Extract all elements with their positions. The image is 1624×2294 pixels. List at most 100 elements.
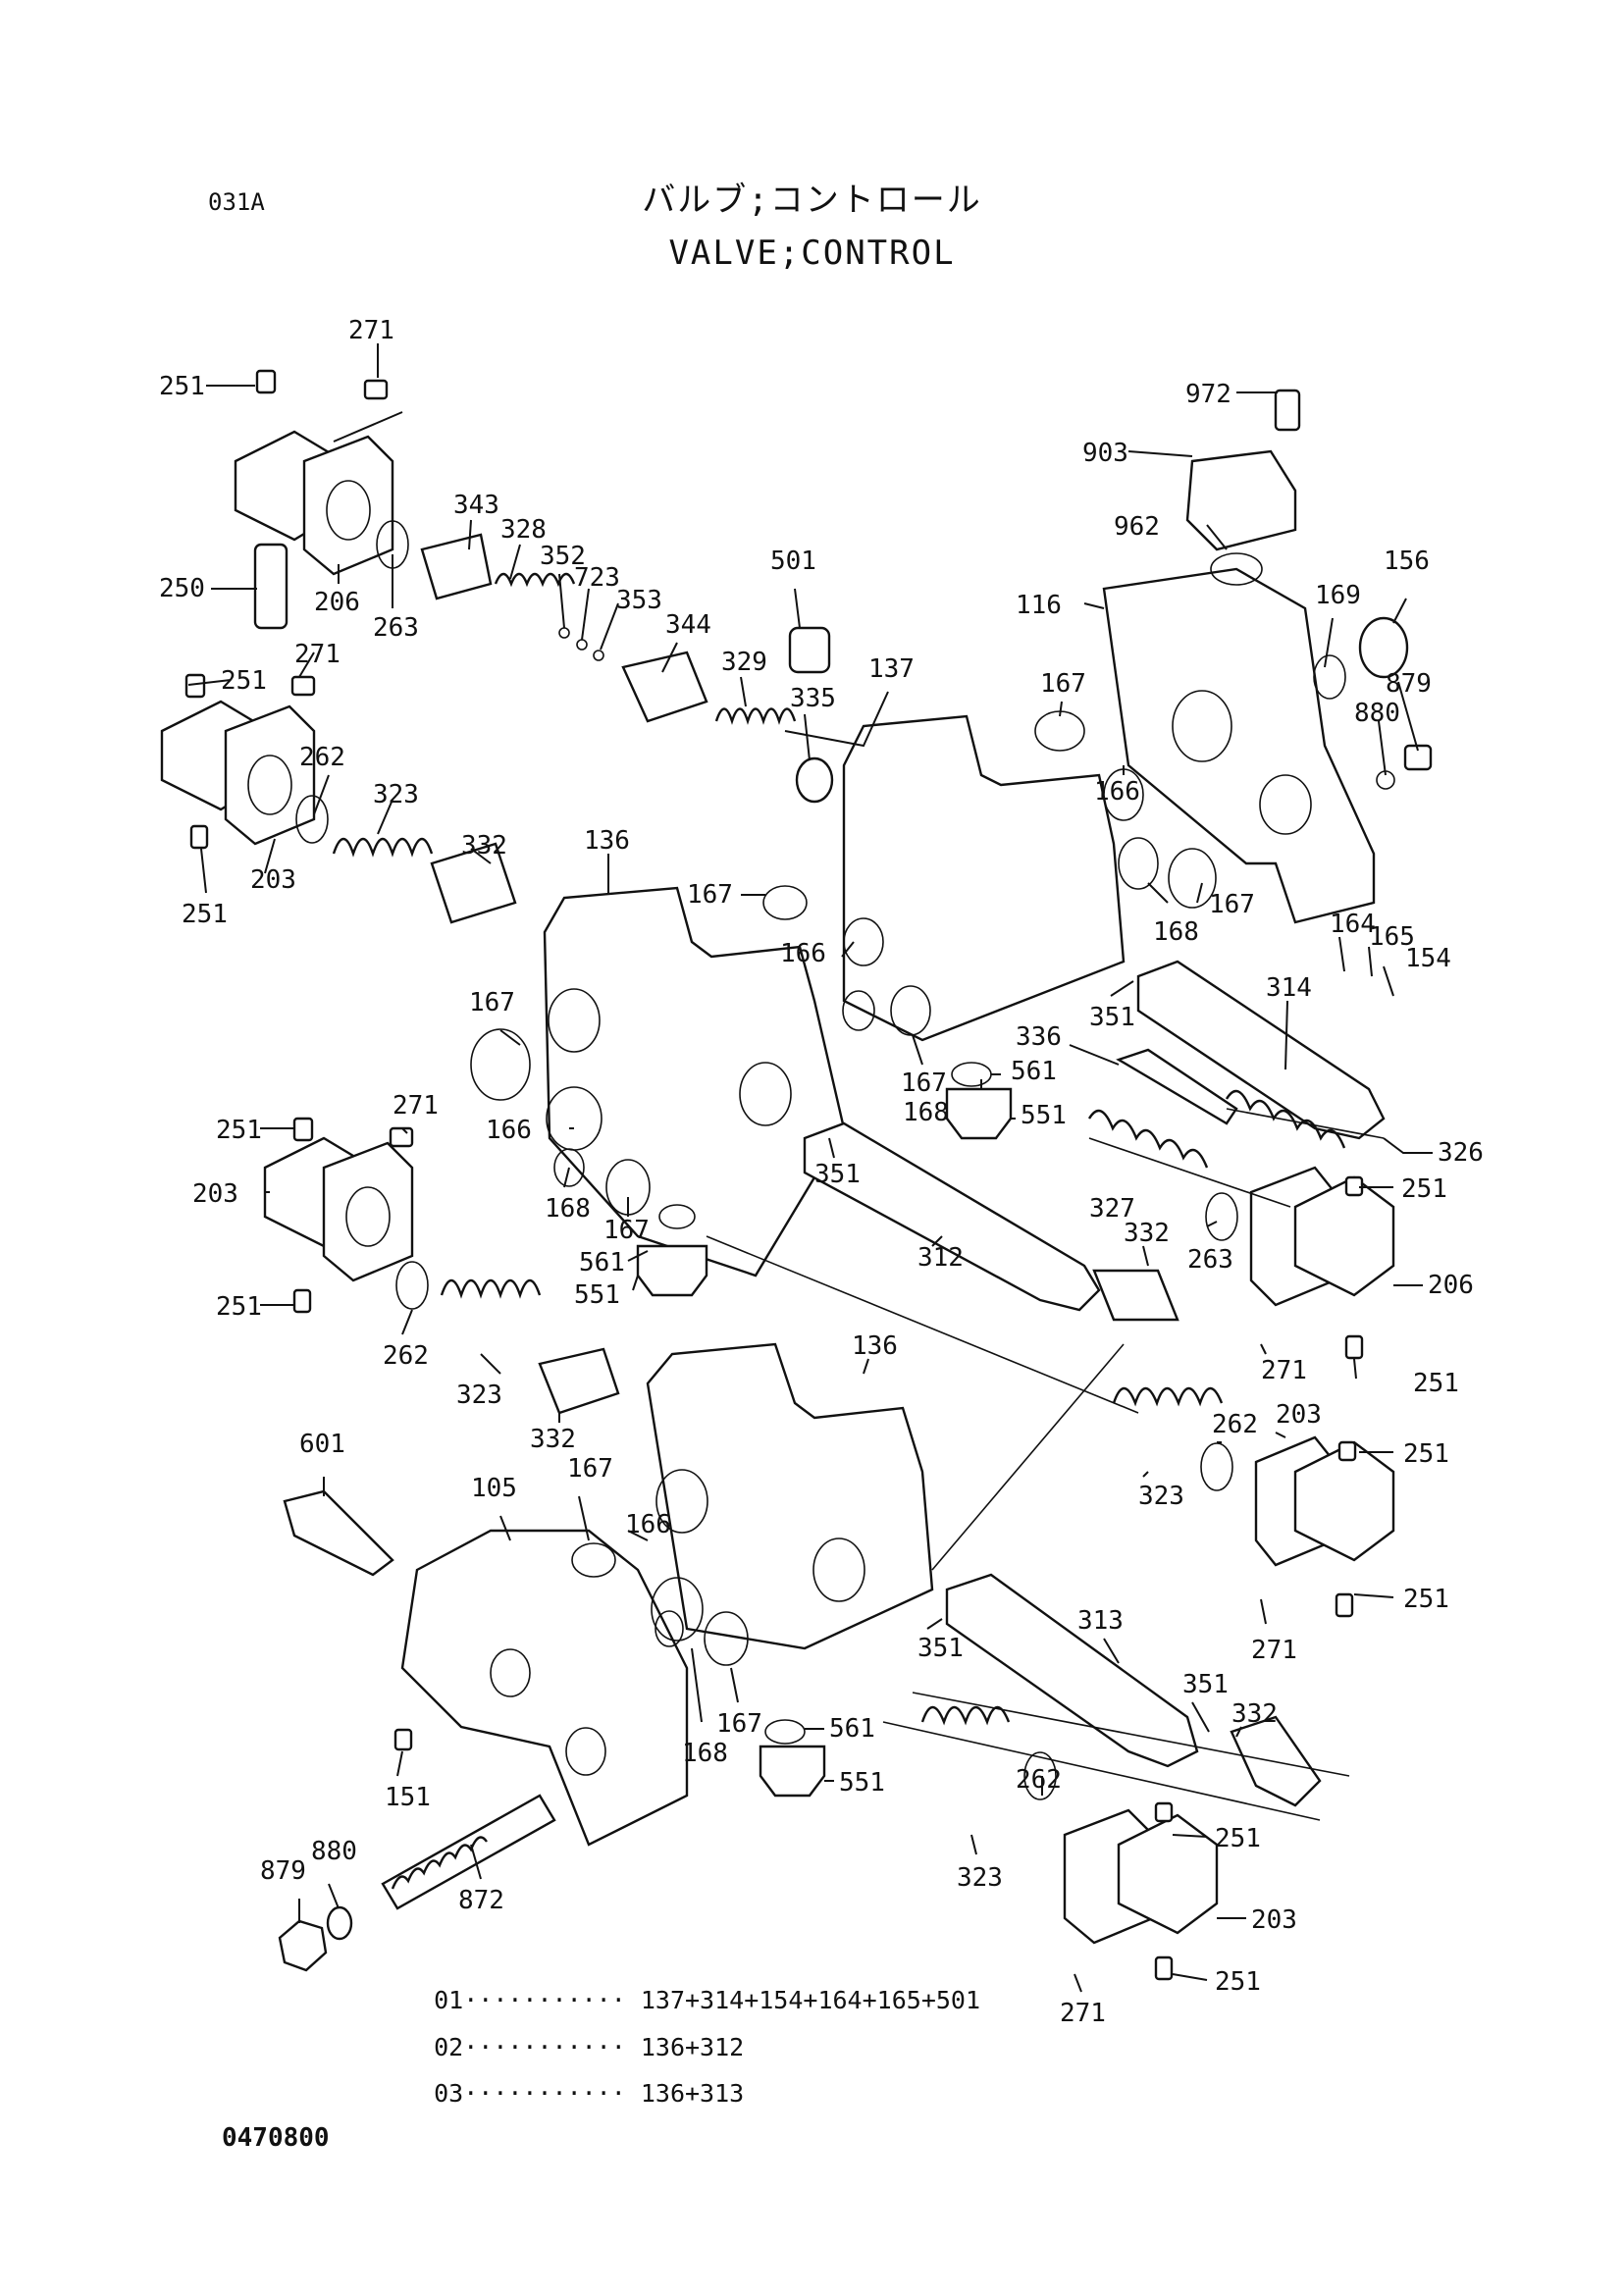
legend-parts: 136+312 xyxy=(640,2033,745,2061)
part-label: 165 xyxy=(1369,922,1415,952)
part-label: 972 xyxy=(1185,380,1231,409)
part-label: 352 xyxy=(540,542,586,571)
part-label: 168 xyxy=(545,1194,591,1224)
part-label: 156 xyxy=(1384,547,1430,576)
part-label: 344 xyxy=(665,610,711,640)
leader-lines xyxy=(187,343,1433,1993)
legend-parts: 136+313 xyxy=(640,2079,745,2108)
part-label: 167 xyxy=(567,1454,613,1484)
part-label: 328 xyxy=(500,515,547,545)
part-label: 551 xyxy=(574,1280,620,1310)
part-label: 351 xyxy=(917,1634,964,1663)
part-label: 335 xyxy=(790,684,836,713)
part-label: 251 xyxy=(1215,1967,1261,1997)
part-label: 167 xyxy=(603,1216,650,1245)
part-label: 872 xyxy=(458,1886,504,1915)
page-code: 031A xyxy=(208,188,265,216)
part-label: 166 xyxy=(486,1116,532,1145)
part-label: 332 xyxy=(1231,1699,1278,1729)
part-label: 167 xyxy=(716,1709,762,1739)
part-label: 167 xyxy=(687,880,733,910)
legend-code: 01 xyxy=(434,1986,464,2014)
part-label: 262 xyxy=(299,743,345,772)
part-label: 561 xyxy=(579,1248,625,1277)
part-label: 332 xyxy=(1124,1219,1170,1248)
part-label: 251 xyxy=(221,666,267,696)
part-label: 332 xyxy=(461,831,507,860)
title-english: VALVE;CONTROL xyxy=(668,234,956,273)
part-label: 164 xyxy=(1330,910,1376,939)
part-label: 169 xyxy=(1315,581,1361,610)
part-label: 262 xyxy=(383,1341,429,1371)
part-label: 879 xyxy=(260,1856,306,1886)
part-label: 880 xyxy=(1354,699,1400,728)
part-label: 551 xyxy=(839,1768,885,1798)
part-label: 262 xyxy=(1016,1765,1062,1795)
part-label: 167 xyxy=(469,988,515,1017)
part-label: 251 xyxy=(1215,1824,1261,1853)
part-label: 166 xyxy=(780,939,826,968)
part-label: 351 xyxy=(814,1160,861,1189)
part-label: 351 xyxy=(1089,1003,1135,1032)
part-label: 136 xyxy=(852,1331,898,1361)
part-label: 151 xyxy=(385,1783,431,1812)
part-label: 251 xyxy=(216,1116,262,1145)
part-label: 136 xyxy=(584,826,630,856)
part-label: 323 xyxy=(1138,1482,1184,1511)
part-label: 332 xyxy=(530,1425,576,1454)
part-label: 323 xyxy=(373,780,419,809)
part-label: 262 xyxy=(1212,1410,1258,1439)
part-label: 351 xyxy=(1182,1670,1229,1699)
part-label: 166 xyxy=(1094,777,1140,807)
legend-dots: ··········· xyxy=(463,2079,641,2108)
part-label: 271 xyxy=(348,316,394,345)
part-label: 251 xyxy=(216,1292,262,1322)
title-japanese: バルブ;コントロール xyxy=(642,181,982,220)
part-label: 312 xyxy=(917,1243,964,1273)
part-label: 329 xyxy=(721,648,767,677)
part-label: 168 xyxy=(682,1739,728,1768)
part-label: 203 xyxy=(1251,1905,1297,1935)
part-label: 271 xyxy=(1261,1356,1307,1385)
part-label: 251 xyxy=(1403,1439,1449,1469)
part-label: 561 xyxy=(829,1714,875,1744)
part-label: 962 xyxy=(1114,512,1160,542)
part-label: 263 xyxy=(1187,1245,1233,1275)
part-label: 271 xyxy=(393,1091,439,1121)
part-label: 326 xyxy=(1438,1138,1484,1168)
part-label: 271 xyxy=(1251,1636,1297,1665)
legend-dots: ··········· xyxy=(463,2033,641,2061)
part-label: 203 xyxy=(1276,1400,1322,1430)
legend-code: 03 xyxy=(434,2079,464,2108)
part-label: 168 xyxy=(903,1098,949,1127)
assembly-legend-row: 01··········· 137+314+154+164+165+501 xyxy=(404,1957,980,2014)
part-label: 353 xyxy=(616,586,662,615)
part-label: 323 xyxy=(456,1381,502,1410)
part-label: 601 xyxy=(299,1430,345,1459)
part-label: 251 xyxy=(182,900,228,929)
part-label: 561 xyxy=(1011,1057,1057,1086)
part-label: 723 xyxy=(574,563,620,593)
part-label: 154 xyxy=(1405,944,1451,973)
part-label: 206 xyxy=(1428,1271,1474,1300)
part-label: 343 xyxy=(453,491,499,520)
part-label: 116 xyxy=(1016,591,1062,620)
part-label: 903 xyxy=(1082,439,1128,468)
part-label: 250 xyxy=(159,574,205,603)
part-label: 203 xyxy=(192,1179,238,1209)
part-label: 166 xyxy=(625,1510,671,1539)
part-label: 323 xyxy=(957,1863,1003,1893)
part-label: 313 xyxy=(1077,1606,1124,1636)
part-label: 314 xyxy=(1266,973,1312,1003)
part-label: 251 xyxy=(159,372,205,401)
part-label: 551 xyxy=(1021,1101,1067,1130)
part-label: 167 xyxy=(1209,890,1255,919)
part-drawings xyxy=(160,369,1433,1981)
assembly-legend-row: 03··········· 136+313 xyxy=(404,2051,744,2108)
part-label: 251 xyxy=(1413,1369,1459,1398)
part-label: 137 xyxy=(868,654,915,684)
legend-parts: 137+314+154+164+165+501 xyxy=(640,1986,981,2014)
part-label: 271 xyxy=(294,640,341,669)
assembly-legend-row: 02··········· 136+312 xyxy=(404,2005,744,2061)
